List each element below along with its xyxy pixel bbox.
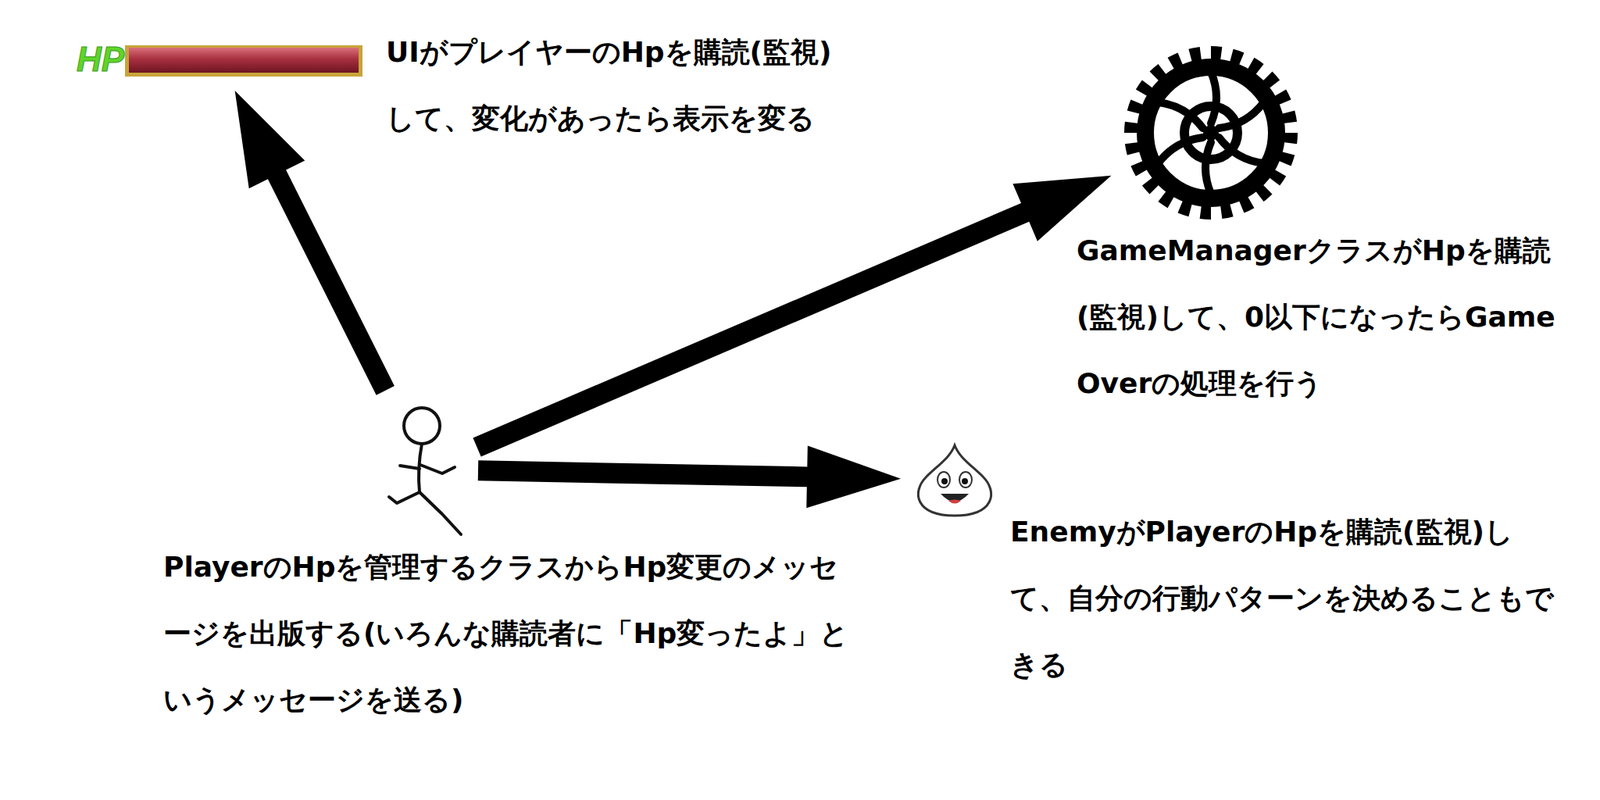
- enemy-node: EnemyがPlayerのHpを購読(監視)して、自分の行動パターンを決めること…: [914, 443, 995, 516]
- caption-text: GameManagerクラスがHpを購読(監視)して、0以下になったらGameO…: [1076, 217, 1577, 417]
- slime-tongue: [948, 500, 961, 504]
- stick-figure: [389, 407, 461, 535]
- hp-bar: [125, 45, 363, 77]
- figure-arm: [400, 465, 420, 469]
- slime-body: [917, 445, 991, 516]
- hp-bar-fill: [128, 47, 359, 73]
- publish-arrow: [235, 90, 395, 396]
- publish-arrow: [472, 175, 1111, 458]
- slime-eye: [937, 471, 950, 488]
- slime-pupil: [941, 478, 948, 485]
- caption-text: UIがプレイヤーのHpを購読(監視)して、変化があったら表示を変る: [385, 18, 840, 152]
- slime-icon: [917, 445, 991, 516]
- caption-text: EnemyがPlayerのHpを購読(監視)して、自分の行動パターンを決めること…: [1010, 498, 1558, 698]
- publish-arrow: [478, 445, 901, 508]
- slime-eye: [959, 471, 972, 488]
- figure-leg: [419, 492, 461, 535]
- hp-label: HP: [76, 40, 125, 79]
- figure-arm: [420, 464, 455, 474]
- hp-bar-node: HPUIがプレイヤーのHpを購読(監視)して、変化があったら表示を変る: [74, 40, 365, 79]
- caption-text: PlayerのHpを管理するクラスからHp変更のメッセージを出版する(いろんな購…: [163, 533, 851, 733]
- slime-pupil: [961, 478, 968, 485]
- figure-head: [403, 407, 440, 444]
- player-node: PlayerのHpを管理するクラスからHp変更のメッセージを出版する(いろんな購…: [385, 403, 465, 536]
- gear-ring: [1145, 67, 1277, 199]
- gear-icon: [1132, 53, 1290, 212]
- gear-spokes: [1155, 71, 1267, 194]
- hp-bar-frame: [125, 45, 363, 77]
- gear-teeth: [1132, 53, 1290, 212]
- gear-node: GameManagerクラスがHpを購読(監視)して、0以下になったらGameO…: [1124, 46, 1298, 220]
- figure-leg: [389, 492, 420, 504]
